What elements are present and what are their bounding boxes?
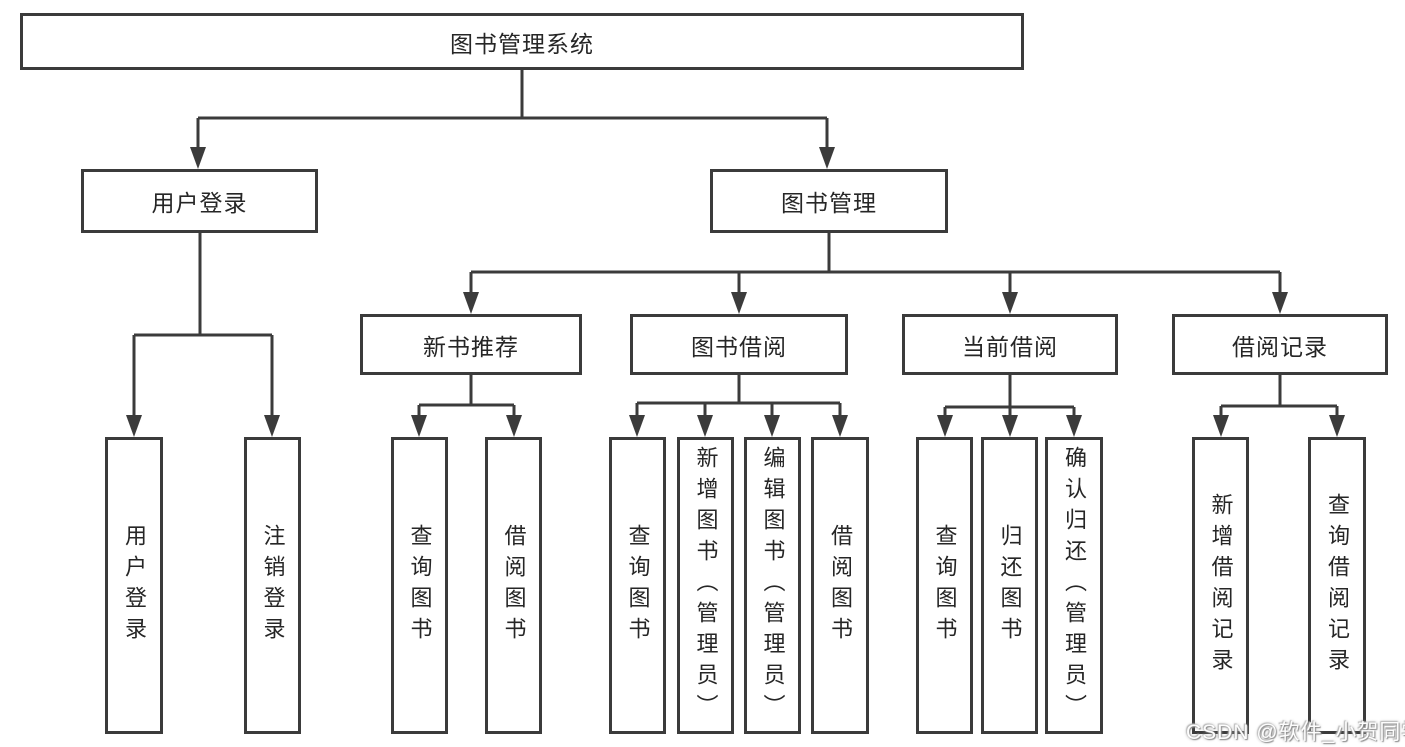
leaf-current-query-book-label: 查询图书	[932, 523, 958, 648]
node-book-mgmt-group-label: 图书管理	[781, 190, 877, 216]
connector-current-split	[943, 375, 1076, 417]
leaf-recommend-borrow-book-label: 借阅图书	[501, 523, 527, 648]
arrow-down-icon	[764, 415, 780, 437]
node-borrow-record: 借阅记录	[1172, 314, 1388, 375]
arrow-down-icon	[1329, 415, 1345, 437]
node-new-book-recommend: 新书推荐	[360, 314, 582, 375]
arrow-down-icon	[1002, 415, 1018, 437]
leaf-user-login: 用户登录	[105, 437, 163, 734]
leaf-record-add-record-label: 新增借阅记录	[1208, 492, 1234, 679]
leaf-borrow-borrow-book-label: 借阅图书	[828, 523, 853, 648]
arrow-down-icon	[819, 147, 835, 169]
connector-record-split	[1219, 375, 1339, 417]
arrow-down-icon	[1272, 292, 1288, 314]
leaf-borrow-borrow-book: 借阅图书	[811, 437, 869, 734]
node-root: 图书管理系统	[20, 13, 1024, 70]
arrow-down-icon	[190, 147, 206, 169]
node-book-borrow-label: 图书借阅	[691, 333, 787, 360]
arrow-down-icon	[264, 415, 280, 437]
leaf-current-confirm-return-admin: 确认归还（管理员）	[1045, 437, 1103, 734]
leaf-record-query-record-label: 查询借阅记录	[1325, 492, 1350, 679]
node-book-borrow: 图书借阅	[630, 314, 848, 375]
node-borrow-record-label: 借阅记录	[1232, 333, 1328, 360]
arrow-down-icon	[937, 415, 953, 437]
leaf-recommend-query-book: 查询图书	[391, 437, 448, 734]
node-new-book-recommend-label: 新书推荐	[423, 333, 519, 360]
leaf-borrow-add-book-admin-label: 新增图书（管理员）	[693, 446, 719, 725]
arrow-down-icon	[1066, 415, 1082, 437]
arrow-down-icon	[832, 415, 848, 437]
node-root-label: 图书管理系统	[450, 30, 594, 57]
arrow-down-icon	[411, 415, 427, 437]
leaf-record-add-record: 新增借阅记录	[1192, 437, 1249, 734]
leaf-borrow-edit-book-admin-label: 编辑图书（管理员）	[760, 446, 786, 725]
node-user-login-group-label: 用户登录	[151, 190, 248, 216]
node-current-borrow: 当前借阅	[902, 314, 1118, 375]
leaf-borrow-query-book: 查询图书	[609, 437, 666, 734]
leaf-logout-label: 注销登录	[260, 523, 286, 648]
leaf-borrow-query-book-label: 查询图书	[625, 523, 651, 648]
connector-mgmt-split	[469, 233, 1282, 294]
leaf-current-confirm-return-admin-label: 确认归还（管理员）	[1062, 446, 1087, 725]
leaf-current-return-book: 归还图书	[981, 437, 1038, 734]
arrow-down-icon	[126, 415, 142, 437]
arrow-down-icon	[463, 292, 479, 314]
leaf-borrow-edit-book-admin: 编辑图书（管理员）	[744, 437, 801, 734]
leaf-borrow-add-book-admin: 新增图书（管理员）	[677, 437, 734, 734]
connector-borrow-split	[635, 375, 842, 417]
arrow-down-icon	[1002, 292, 1018, 314]
leaf-recommend-borrow-book: 借阅图书	[485, 437, 542, 734]
leaf-current-query-book: 查询图书	[916, 437, 973, 734]
leaf-record-query-record: 查询借阅记录	[1308, 437, 1366, 734]
leaf-user-login-label: 用户登录	[122, 523, 147, 648]
connector-root-split	[196, 70, 829, 149]
arrow-down-icon	[506, 415, 522, 437]
arrowheads	[126, 147, 1345, 437]
leaf-recommend-query-book-label: 查询图书	[407, 523, 433, 648]
arrow-down-icon	[697, 415, 713, 437]
leaf-current-return-book-label: 归还图书	[997, 523, 1023, 648]
connector-login-split	[132, 233, 274, 417]
node-user-login-group: 用户登录	[81, 169, 318, 233]
arrow-down-icon	[731, 292, 747, 314]
arrow-down-icon	[629, 415, 645, 437]
connector-recommend-split	[417, 375, 516, 417]
leaf-logout: 注销登录	[244, 437, 301, 734]
csdn-watermark: CSDN @软件_小贺同学	[1186, 721, 1405, 744]
node-book-mgmt-group: 图书管理	[710, 169, 948, 233]
node-current-borrow-label: 当前借阅	[962, 333, 1058, 360]
arrow-down-icon	[1213, 415, 1229, 437]
